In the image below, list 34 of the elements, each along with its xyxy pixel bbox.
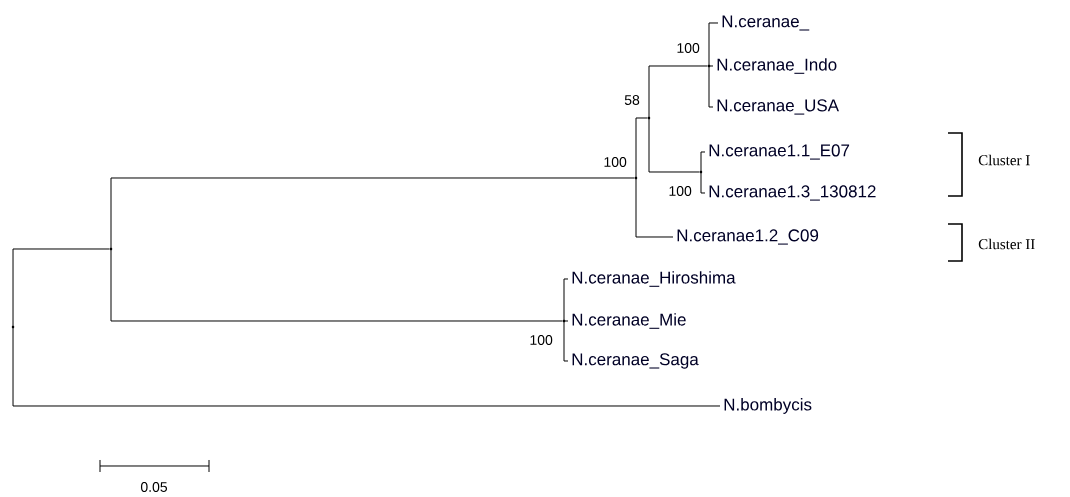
branch xyxy=(12,326,721,407)
taxon-label: N.ceranae1.1_E07 xyxy=(709,144,850,160)
taxon-label: N.ceranae1.2_C09 xyxy=(677,229,819,245)
taxon-label: N.ceranae1.3_130812 xyxy=(709,185,876,201)
branch xyxy=(700,171,706,194)
branch xyxy=(563,278,569,322)
bootstrap-value: 100 xyxy=(604,157,627,167)
branch xyxy=(648,65,709,119)
branch xyxy=(110,177,636,250)
bootstrap-value: 58 xyxy=(624,95,640,105)
taxon-label: N.ceranae_Mie xyxy=(572,313,686,329)
branch xyxy=(563,320,569,322)
bootstrap-value: 100 xyxy=(669,186,692,196)
cluster-label: Cluster II xyxy=(978,238,1035,250)
branch xyxy=(563,320,569,362)
branch xyxy=(708,65,714,67)
branch xyxy=(12,248,111,328)
branch xyxy=(648,117,701,173)
bootstrap-value: 100 xyxy=(677,43,700,53)
branch xyxy=(700,151,706,173)
branch xyxy=(635,177,674,238)
taxon-label: N.ceranae_Saga xyxy=(572,353,699,369)
branch xyxy=(110,248,564,322)
cluster-label: Cluster I xyxy=(978,154,1030,166)
branch xyxy=(708,65,714,108)
taxon-label: N.ceranae_Indo xyxy=(717,58,837,74)
taxon-label: N.ceranae_Hiroshima xyxy=(572,271,736,287)
branch xyxy=(708,22,719,67)
branch xyxy=(635,117,649,179)
bootstrap-value: 100 xyxy=(530,335,553,345)
scale-label: 0.05 xyxy=(140,482,168,492)
taxon-label: N.bombycis xyxy=(724,398,812,414)
taxon-label: N.ceranae_USA xyxy=(717,99,839,115)
taxon-label: N.ceranae_ xyxy=(722,15,810,31)
